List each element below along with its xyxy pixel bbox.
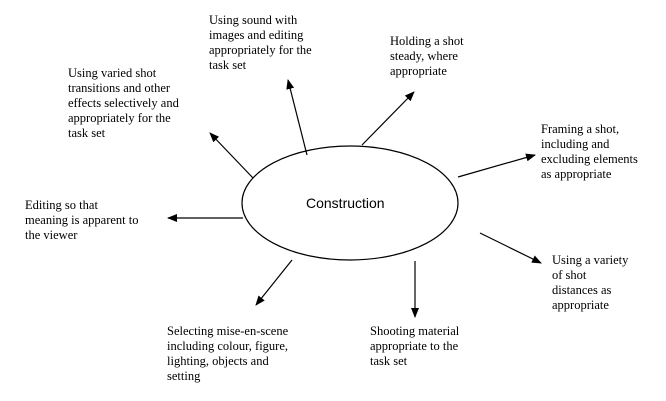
arrow-transitions <box>209 132 254 179</box>
node-transitions-text: Using varied shot transitions and other … <box>68 66 179 140</box>
node-distances-text: Using a variety of shot distances as app… <box>552 253 629 312</box>
arrow-distances <box>479 232 542 264</box>
node-mise-text: Selecting mise-en-scene including colour… <box>167 324 289 383</box>
arrow-mise <box>255 259 293 306</box>
node-sound-text: Using sound with images and editing appr… <box>209 13 312 72</box>
node-framing-text: Framing a shot, including and excluding … <box>541 122 638 181</box>
center-label: Construction <box>306 195 385 211</box>
arrow-steady <box>361 91 415 146</box>
center-ellipse <box>241 145 459 261</box>
node-editing-text: Editing so that meaning is apparent to t… <box>25 198 139 242</box>
arrow-sound <box>286 79 308 156</box>
arrow-framing <box>457 153 536 178</box>
node-steady-text: Holding a shot steady, where appropriate <box>390 34 464 78</box>
node-material-text: Shooting material appropriate to the tas… <box>370 324 460 368</box>
